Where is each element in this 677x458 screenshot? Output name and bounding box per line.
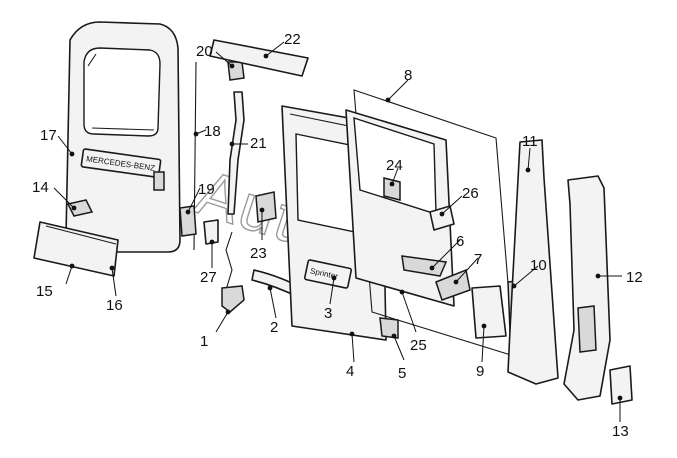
callout-20: 20 <box>196 43 213 60</box>
part-7-lever <box>435 268 471 301</box>
mercedes-benz-badge-plate <box>80 148 162 179</box>
callout-labels: 1 2 3 4 5 6 7 8 9 10 11 12 13 14 15 16 1… <box>32 31 643 440</box>
callout-10: 10 <box>530 257 547 274</box>
leader-dots <box>69 53 623 401</box>
part-5-hinge <box>379 317 399 339</box>
part-21-lever <box>227 91 245 215</box>
part-23-lock-unit <box>255 191 277 223</box>
leader-lines <box>53 41 622 422</box>
callout-13: 13 <box>612 423 629 440</box>
part-1-rod <box>225 231 233 291</box>
callout-5: 5 <box>398 365 406 382</box>
callout-24: 24 <box>386 157 403 174</box>
part-13-block <box>609 365 633 405</box>
part-24-lock <box>383 177 401 201</box>
callout-11: 11 <box>522 133 538 150</box>
callout-14: 14 <box>32 179 49 196</box>
callout-22: 22 <box>284 31 301 48</box>
part-15-16-light-bar <box>33 221 119 277</box>
part-12-pillar <box>563 175 611 401</box>
callout-21: 21 <box>250 135 267 152</box>
callout-12: 12 <box>626 269 643 286</box>
callout-8: 8 <box>404 67 412 84</box>
part-9-tail-light <box>471 285 507 339</box>
callout-1: 1 <box>200 333 208 350</box>
callout-19: 19 <box>198 181 215 198</box>
callout-18: 18 <box>204 123 221 140</box>
callout-4: 4 <box>346 363 354 380</box>
part-27-latch <box>203 219 219 245</box>
part-26-bumper <box>429 205 455 231</box>
callout-2: 2 <box>270 319 278 336</box>
callout-16: 16 <box>106 297 123 314</box>
left-door-handle-cap <box>153 171 165 191</box>
callout-17: 17 <box>40 127 57 144</box>
callout-9: 9 <box>476 363 484 380</box>
sprinter-badge-plate <box>303 259 353 289</box>
part-1-handle <box>221 285 245 313</box>
callout-25: 25 <box>410 337 427 354</box>
callout-6: 6 <box>456 233 464 250</box>
callout-3: 3 <box>324 305 332 322</box>
part-11-pillar <box>507 139 559 385</box>
callout-27: 27 <box>200 269 217 286</box>
part-19-lock <box>179 205 197 237</box>
left-door-outer-panel: MERCEDES-BENZ <box>65 21 181 253</box>
part-14-clip <box>66 199 94 217</box>
part-6-handle-mechanism <box>401 255 448 277</box>
callout-15: 15 <box>36 283 53 300</box>
callout-26: 26 <box>462 185 479 202</box>
callout-23: 23 <box>250 245 267 262</box>
part-22-bracket <box>209 39 309 77</box>
callout-7: 7 <box>474 251 482 268</box>
